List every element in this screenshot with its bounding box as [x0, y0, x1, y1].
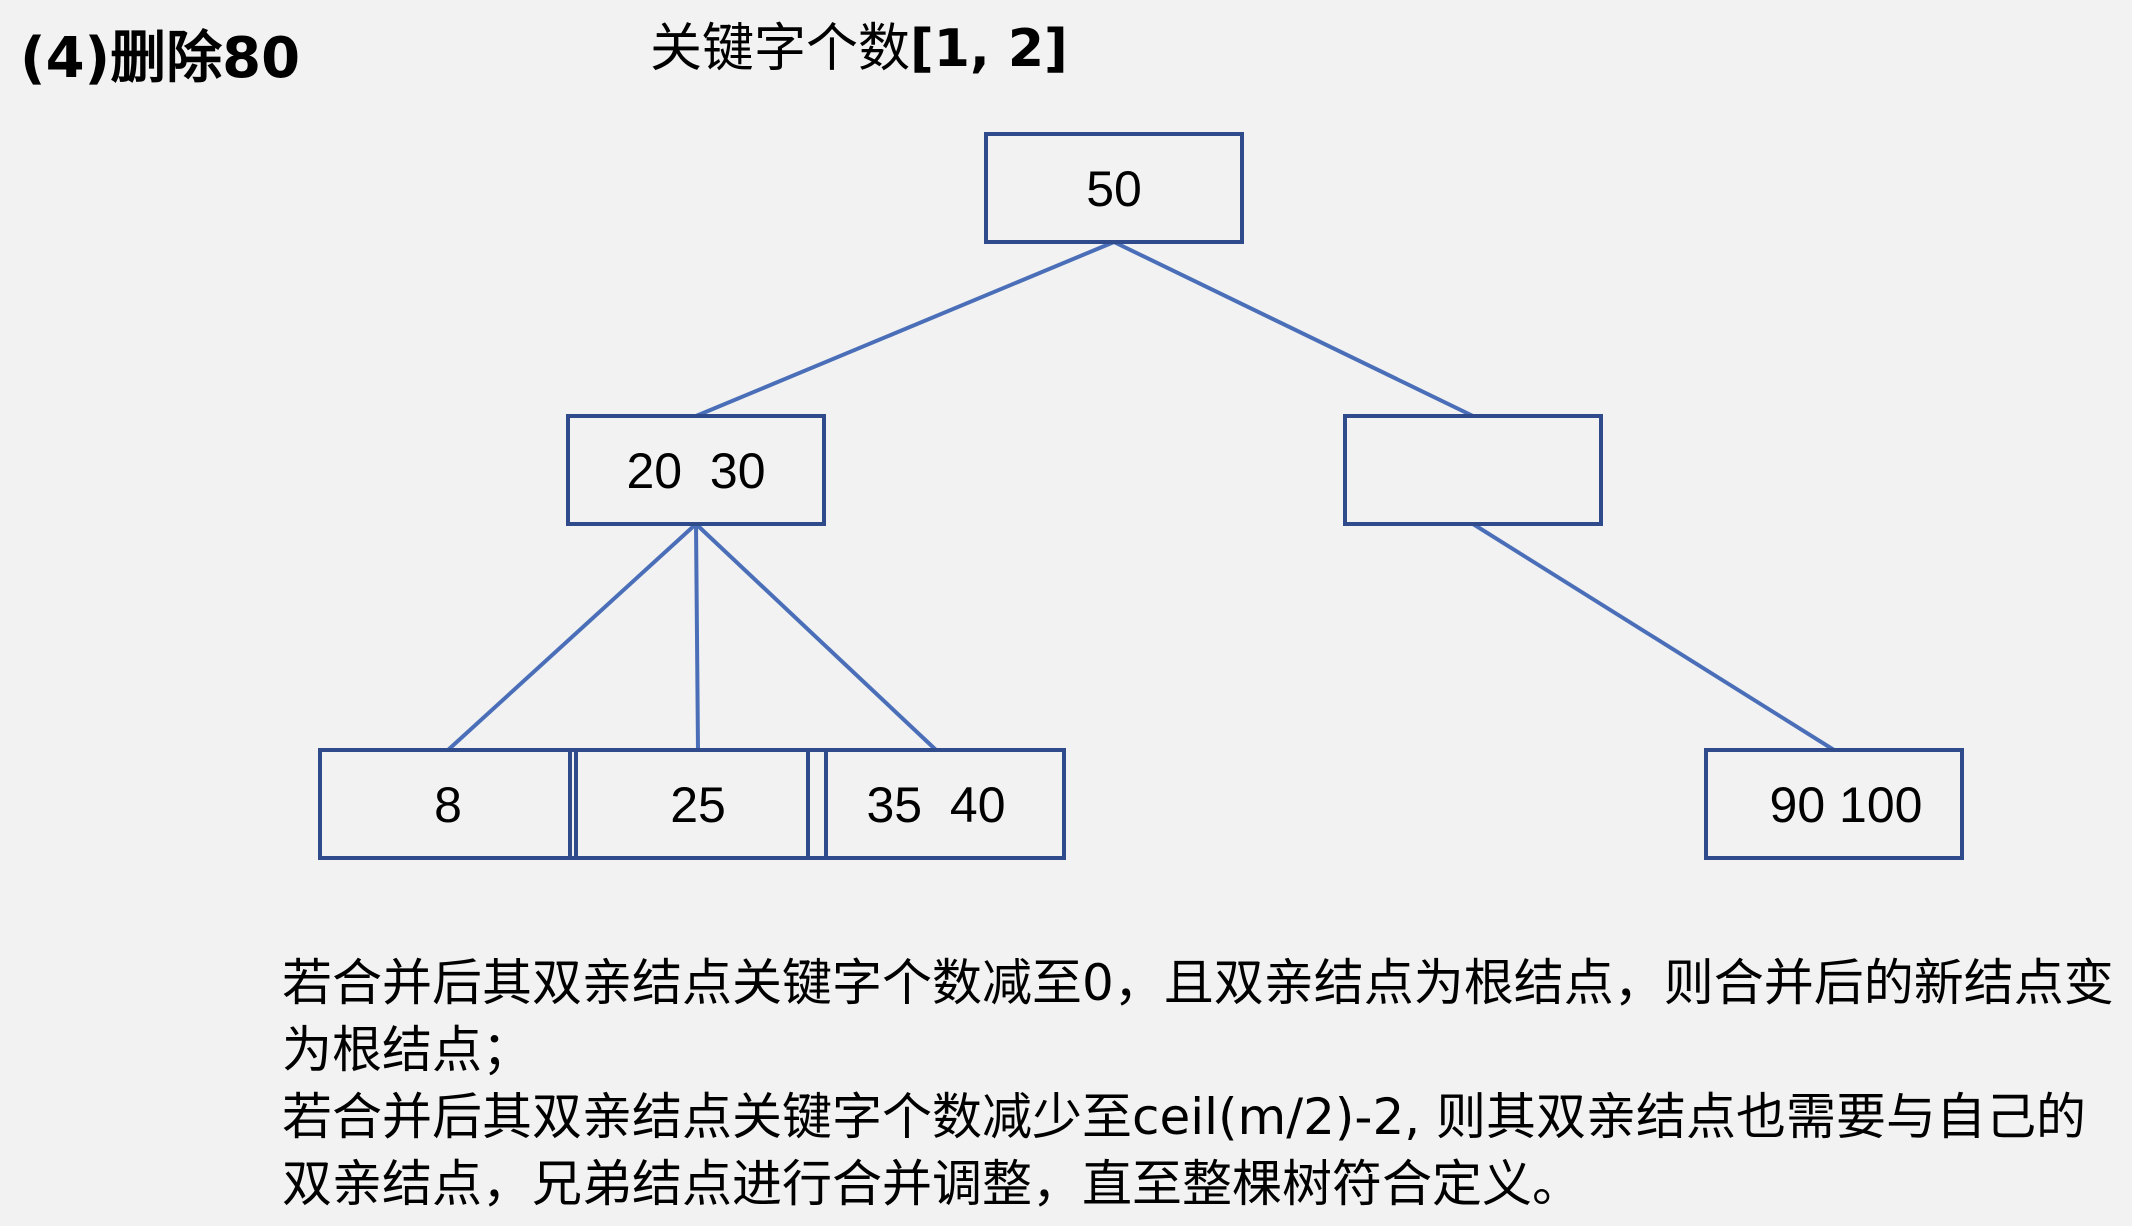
node-box-right	[1343, 414, 1603, 526]
edge-left-leaf-2	[694, 523, 700, 751]
edge-left-leaf-1	[446, 522, 698, 752]
explanation-line-2: 若合并后其双亲结点关键字个数减少至ceil(m/2)-2, 则其双亲结点也需要与…	[282, 1088, 2087, 1213]
node-box-left	[566, 414, 826, 526]
key-count-range: [1, 2]	[910, 19, 1068, 79]
key-count-text: 关键字个数	[650, 19, 911, 79]
node-leaf-2: 25	[568, 748, 828, 860]
edge-left-leaf-3	[694, 522, 938, 752]
node-box-root	[984, 132, 1244, 244]
node-root: 50	[984, 132, 1244, 244]
slide-heading: (4)删除80	[20, 26, 301, 91]
node-box-leaf-1	[318, 748, 578, 860]
edge-right-leaf-4	[1471, 522, 1836, 752]
node-leaf-4: 90 100	[1704, 748, 1964, 860]
node-keys-leaf-3: 35 40	[866, 777, 1005, 833]
edge-root-left	[695, 240, 1115, 418]
tree-nodes: 50 20 30 8 25 35 40 90 100	[318, 132, 1964, 860]
node-leaf-3: 35 40	[806, 748, 1066, 860]
node-keys-leaf-1: 8	[434, 777, 462, 833]
node-keys-leaf-4: 90 100	[1770, 777, 1923, 833]
node-keys-left: 20 30	[626, 443, 765, 499]
explanation-text: 若合并后其双亲结点关键字个数减至0，且双亲结点为根结点，则合并后的新结点变为根结…	[282, 950, 2122, 1218]
key-count-label: 关键字个数[1, 2]	[650, 16, 1068, 82]
btree-diagram: 50 20 30 8 25 35 40 90 100	[318, 132, 1964, 860]
node-keys-leaf-2: 25	[670, 777, 726, 833]
explanation-line-1: 若合并后其双亲结点关键字个数减至0，且双亲结点为根结点，则合并后的新结点变为根结…	[282, 954, 2114, 1079]
node-leaf-1: 8	[318, 748, 578, 860]
node-box-leaf-2	[568, 748, 828, 860]
node-left: 20 30	[566, 414, 826, 526]
node-box-leaf-4	[1704, 748, 1964, 860]
node-keys-root: 50	[1086, 161, 1142, 217]
edge-root-right	[1113, 240, 1474, 418]
node-box-leaf-3	[806, 748, 1066, 860]
node-right	[1343, 414, 1603, 526]
tree-edges	[446, 240, 1836, 752]
